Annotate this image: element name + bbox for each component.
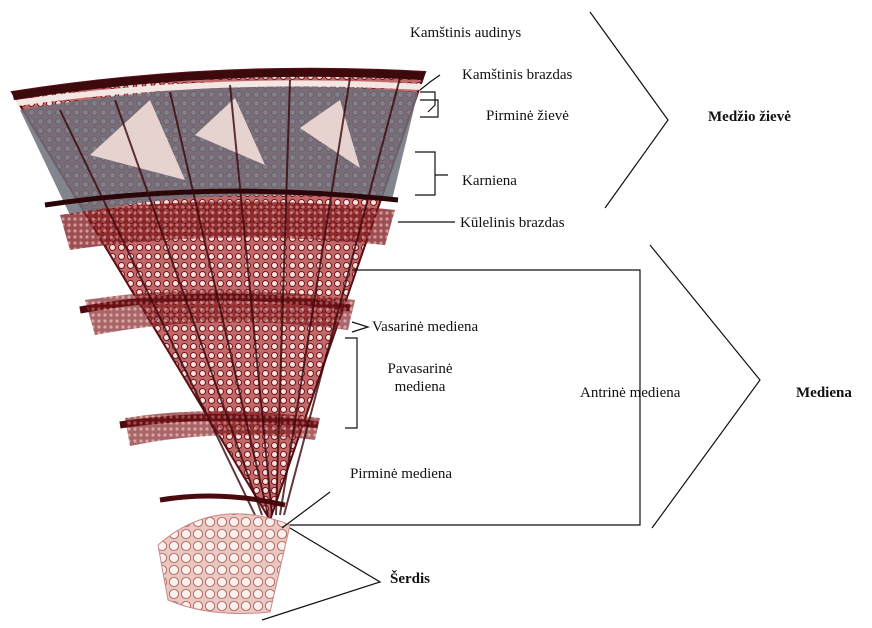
label-kulelinis-brazdas: Kūlelinis brazdas [460,214,565,232]
pith-region [158,514,290,614]
label-pavasarine-mediena-line2: mediena [380,378,460,396]
label-vasarine-mediena: Vasarinė mediena [372,318,478,336]
label-serdis: Šerdis [390,570,430,588]
label-pavasarine-mediena: Pavasarinė mediena [380,360,460,396]
label-pirmine-mediena: Pirminė mediena [350,465,452,483]
group-label-medzio-zieve: Medžio žievė [708,108,791,126]
label-pirmine-zieve: Pirminė žievė [486,107,569,125]
label-karniena: Karniena [462,172,517,190]
wood-wedge [12,69,425,520]
label-kamstinis-audinys: Kamštinis audinys [410,24,521,42]
label-antrine-mediena: Antrinė mediena [580,384,680,402]
label-pavasarine-mediena-line1: Pavasarinė [380,360,460,378]
group-label-mediena: Mediena [796,384,852,402]
label-kamstinis-brazdas: Kamštinis brazdas [462,66,572,84]
